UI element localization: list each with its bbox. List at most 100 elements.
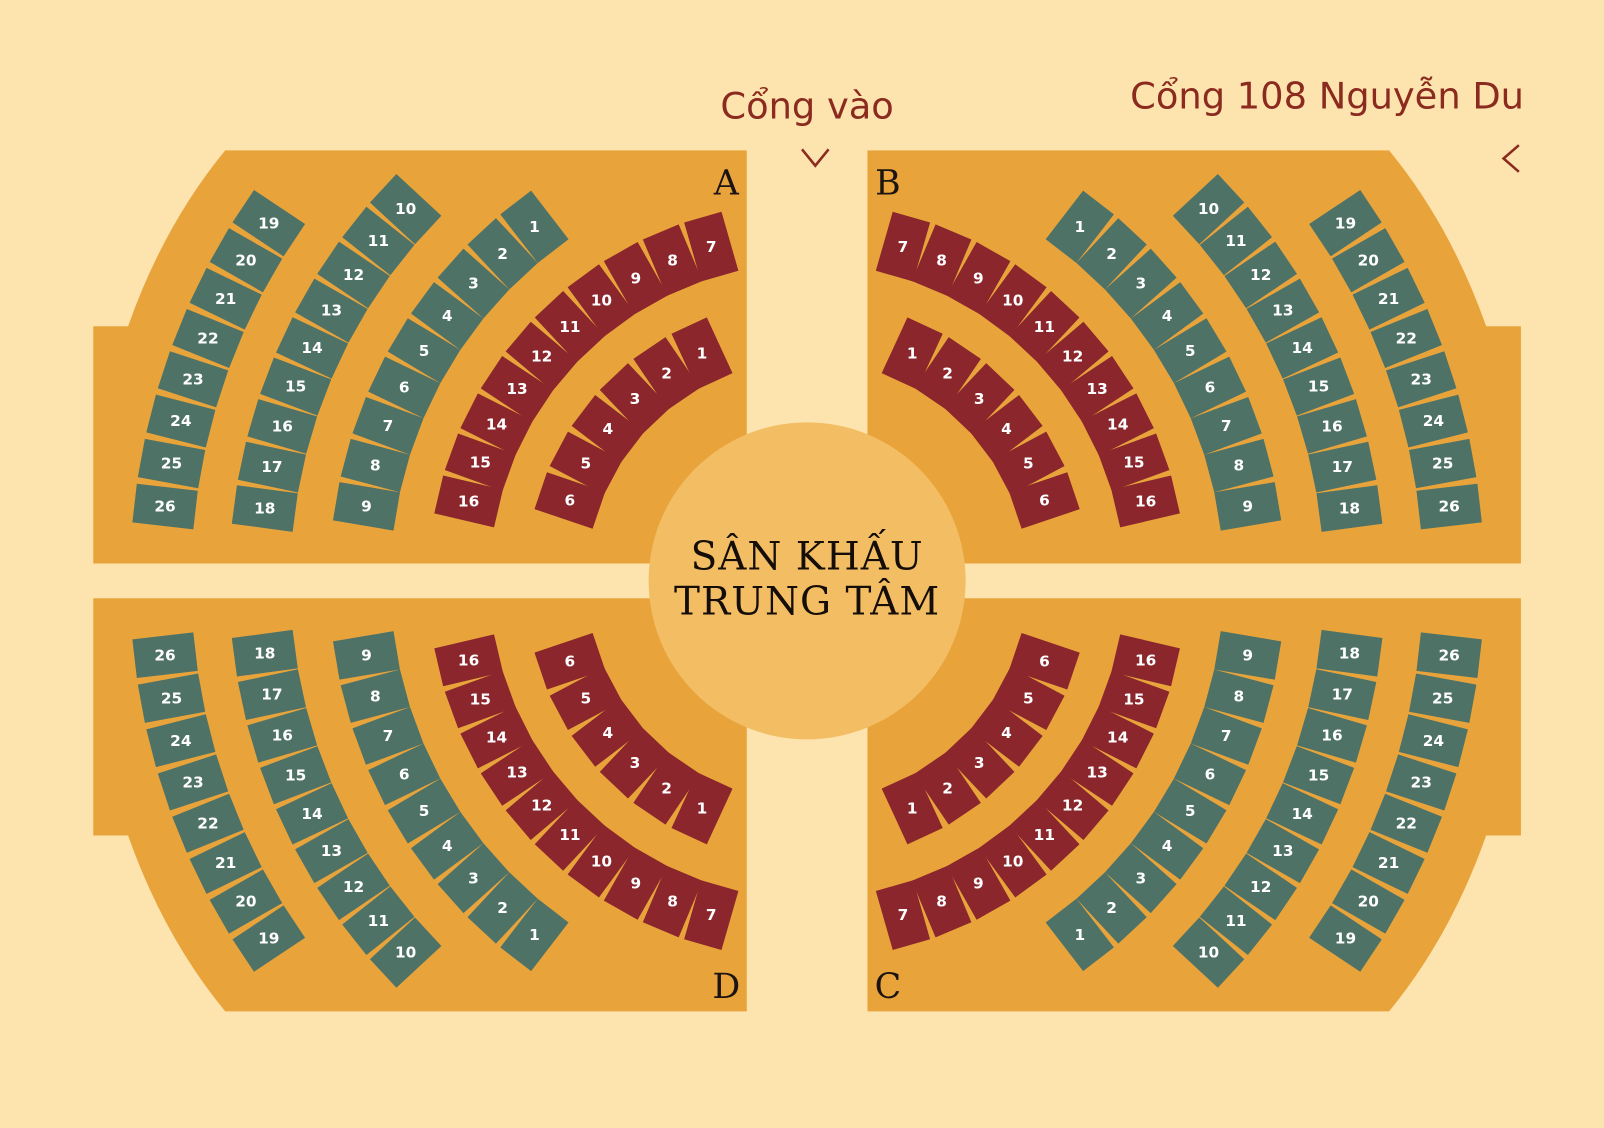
seat-shape[interactable] <box>1297 708 1367 763</box>
seat-shape[interactable] <box>342 886 415 956</box>
seat-shape[interactable] <box>237 441 306 493</box>
seat-shape[interactable] <box>534 472 606 529</box>
seat-shape[interactable] <box>232 905 306 972</box>
seat-a-red-11[interactable]: 11 <box>534 290 606 363</box>
seat-a-green-26[interactable]: 26 <box>132 483 198 530</box>
seat-shape[interactable] <box>1309 905 1382 972</box>
seat-d-green-15[interactable]: 15 <box>260 746 332 805</box>
seat-c-red-14[interactable]: 14 <box>1081 706 1154 769</box>
seat-shape[interactable] <box>1009 799 1080 871</box>
seat-shape[interactable] <box>232 190 306 257</box>
seat-b-green-17[interactable]: 17 <box>1308 441 1377 493</box>
seat-c-green-11[interactable]: 11 <box>1199 886 1273 956</box>
seat-a-green-6[interactable]: 6 <box>368 356 441 419</box>
seat-shape[interactable] <box>368 356 441 419</box>
seat-c-red-7[interactable]: 7 <box>875 880 931 950</box>
seat-c-red-15[interactable]: 15 <box>1098 670 1170 729</box>
seat-shape[interactable] <box>1172 174 1245 245</box>
seat-c-green-22[interactable]: 22 <box>1370 793 1442 853</box>
seat-b-green-8[interactable]: 8 <box>1204 438 1274 493</box>
seat-b-red-5[interactable]: 5 <box>992 431 1065 495</box>
seat-shape[interactable] <box>368 743 441 806</box>
seat-b-green-11[interactable]: 11 <box>1199 206 1273 276</box>
seat-shape[interactable] <box>1385 351 1457 408</box>
seat-c-red-11[interactable]: 11 <box>1009 799 1080 871</box>
seat-shape[interactable] <box>1409 673 1477 723</box>
seat-shape[interactable] <box>567 824 636 898</box>
seat-b-red-10[interactable]: 10 <box>978 264 1047 337</box>
seat-d-green-21[interactable]: 21 <box>189 832 262 894</box>
seat-c-green-5[interactable]: 5 <box>1153 778 1227 844</box>
seat-shape[interactable] <box>295 819 368 884</box>
seat-shape[interactable] <box>944 727 1015 799</box>
seat-shape[interactable] <box>599 363 671 435</box>
seat-shape[interactable] <box>444 670 516 729</box>
seat-shape[interactable] <box>1297 399 1367 454</box>
seat-shape[interactable] <box>992 431 1065 495</box>
seat-a-green-2[interactable]: 2 <box>467 218 538 290</box>
seat-shape[interactable] <box>157 351 229 408</box>
seat-shape[interactable] <box>633 752 700 825</box>
seat-shape[interactable] <box>276 317 349 379</box>
seat-shape[interactable] <box>1283 357 1355 416</box>
seat-shape[interactable] <box>1370 793 1442 853</box>
seat-shape[interactable] <box>237 669 306 721</box>
seat-d-red-12[interactable]: 12 <box>505 770 578 841</box>
seat-a-green-16[interactable]: 16 <box>247 399 318 454</box>
seat-shape[interactable] <box>549 666 623 731</box>
seat-shape[interactable] <box>1409 438 1477 489</box>
seat-shape[interactable] <box>410 282 484 350</box>
seat-a-green-5[interactable]: 5 <box>387 318 461 384</box>
seat-shape[interactable] <box>1098 670 1170 729</box>
seat-b-red-6[interactable]: 6 <box>1009 472 1080 529</box>
seat-shape[interactable] <box>260 746 332 805</box>
seat-a-red-12[interactable]: 12 <box>505 321 578 391</box>
seat-c-red-13[interactable]: 13 <box>1060 739 1134 806</box>
seat-c-green-21[interactable]: 21 <box>1352 832 1425 894</box>
seat-shape[interactable] <box>340 438 410 493</box>
seat-b-green-6[interactable]: 6 <box>1173 356 1247 419</box>
seat-shape[interactable] <box>1204 438 1274 493</box>
seat-shape[interactable] <box>1283 746 1355 805</box>
seat-shape[interactable] <box>387 778 461 844</box>
seat-shape[interactable] <box>1199 886 1273 956</box>
seat-c-green-19[interactable]: 19 <box>1309 905 1382 972</box>
seat-b-green-5[interactable]: 5 <box>1153 318 1227 384</box>
seat-shape[interactable] <box>231 485 298 532</box>
seat-shape[interactable] <box>500 898 569 972</box>
seat-shape[interactable] <box>534 799 606 871</box>
seat-a-green-19[interactable]: 19 <box>232 190 306 257</box>
seat-shape[interactable] <box>132 483 198 530</box>
seat-a-green-22[interactable]: 22 <box>172 308 244 368</box>
seat-shape[interactable] <box>132 632 198 678</box>
seat-shape[interactable] <box>480 356 554 423</box>
seat-shape[interactable] <box>1316 485 1383 532</box>
seat-c-green-15[interactable]: 15 <box>1283 746 1355 805</box>
seat-c-green-8[interactable]: 8 <box>1204 669 1274 723</box>
seat-shape[interactable] <box>1009 632 1080 690</box>
seat-b-green-16[interactable]: 16 <box>1297 399 1367 454</box>
seat-shape[interactable] <box>276 783 349 845</box>
seat-c-green-6[interactable]: 6 <box>1173 743 1247 806</box>
seat-b-green-26[interactable]: 26 <box>1416 483 1482 530</box>
seat-c-green-25[interactable]: 25 <box>1409 673 1477 723</box>
seat-a-red-3[interactable]: 3 <box>599 363 671 435</box>
seat-a-red-4[interactable]: 4 <box>571 394 644 464</box>
seat-a-red-9[interactable]: 9 <box>603 242 668 315</box>
seat-d-green-20[interactable]: 20 <box>209 869 283 934</box>
seat-shape[interactable] <box>352 707 424 765</box>
seat-shape[interactable] <box>1308 669 1377 721</box>
seat-shape[interactable] <box>1104 843 1177 914</box>
seat-b-red-7[interactable]: 7 <box>875 211 931 282</box>
seat-shape[interactable] <box>875 880 931 950</box>
seat-shape[interactable] <box>1172 917 1245 988</box>
seat-shape[interactable] <box>1332 869 1405 934</box>
seat-b-green-9[interactable]: 9 <box>1214 482 1282 531</box>
seat-b-red-11[interactable]: 11 <box>1009 290 1080 363</box>
seat-a-red-13[interactable]: 13 <box>480 356 554 423</box>
seat-shape[interactable] <box>172 308 244 368</box>
seat-a-red-1[interactable]: 1 <box>671 317 733 390</box>
seat-d-red-2[interactable]: 2 <box>633 752 700 825</box>
seat-a-red-2[interactable]: 2 <box>633 337 700 410</box>
seat-shape[interactable] <box>1098 433 1170 491</box>
